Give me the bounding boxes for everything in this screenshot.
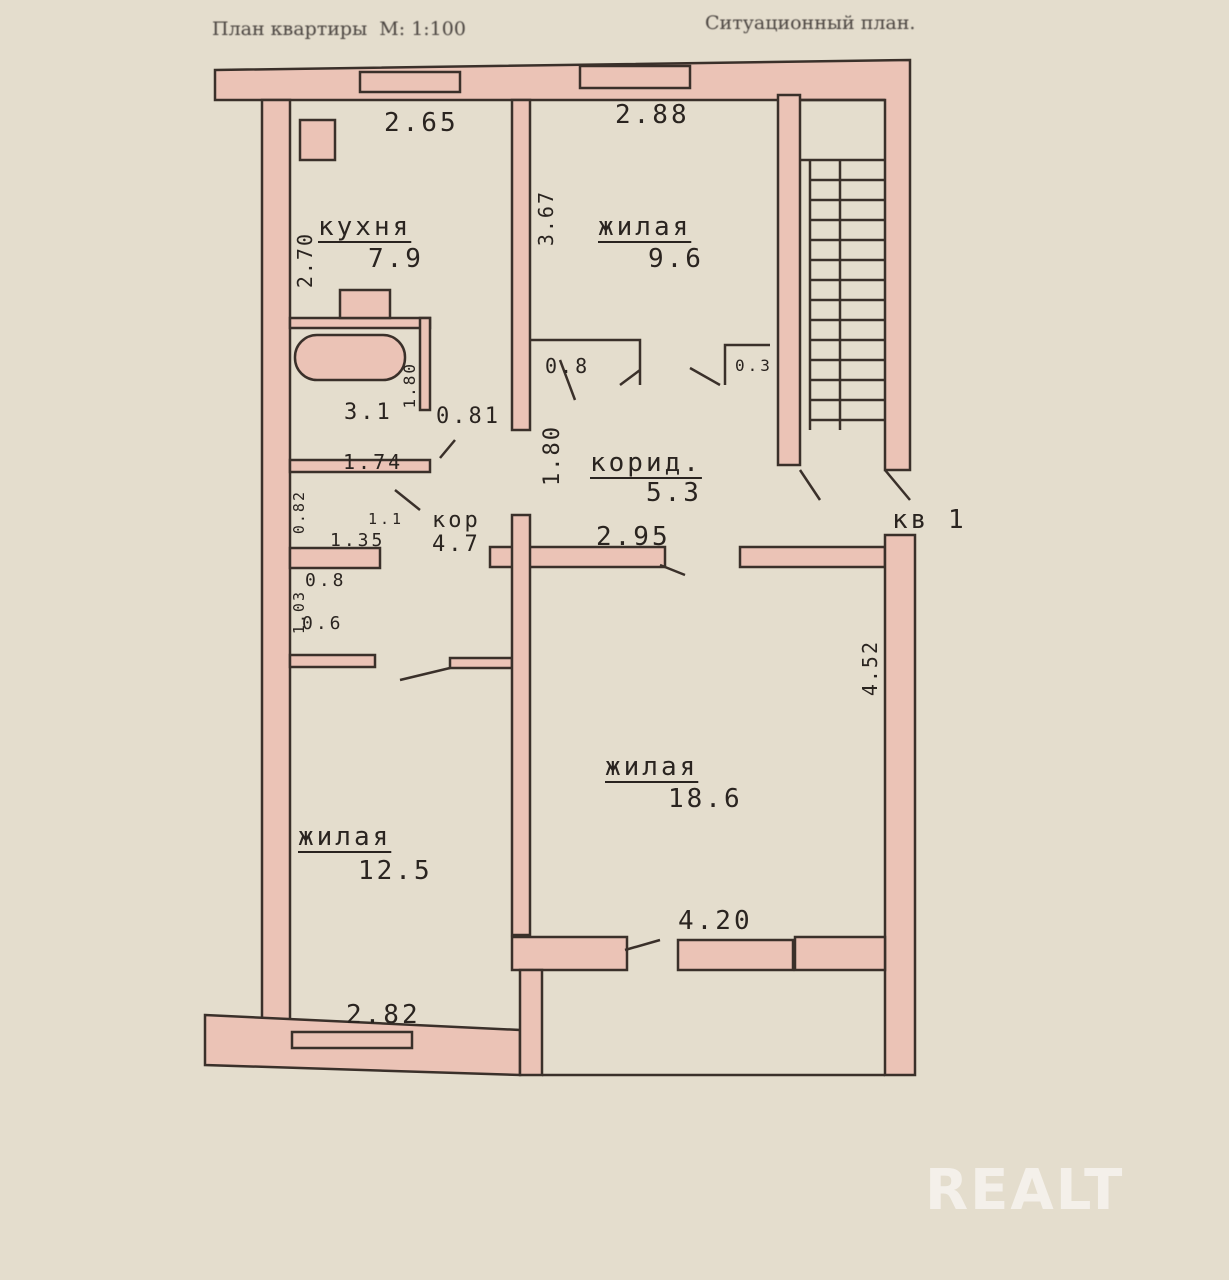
room-corridor-name: корид. xyxy=(590,448,702,478)
dim-4-20: 4.20 xyxy=(678,906,753,936)
plan-title: План квартиры М: 1:100 xyxy=(212,18,466,40)
realt-watermark: REALT xyxy=(925,1158,1125,1223)
dim-0-82: 0.82 xyxy=(290,490,308,535)
apartment-label: кв 1 xyxy=(892,505,967,535)
dim-1-80-a: 1.80 xyxy=(400,362,419,409)
dim-1-1: 1.1 xyxy=(368,510,405,528)
dim-2-65: 2.65 xyxy=(384,108,459,138)
room-kitchen-name: кухня xyxy=(318,212,412,242)
room-kitchen-area: 7.9 xyxy=(368,244,424,274)
room-living-1-area: 9.6 xyxy=(648,244,704,274)
scale-text: М: 1:100 xyxy=(379,18,466,40)
room-living-3-area: 12.5 xyxy=(358,856,433,886)
dim-3-1: 3.1 xyxy=(344,400,393,425)
dim-2-70: 2.70 xyxy=(293,232,317,289)
room-living-1-name: жилая xyxy=(598,212,692,242)
dim-2-88: 2.88 xyxy=(615,100,690,130)
room-hall-area: 4.7 xyxy=(432,532,481,557)
room-living-2-name: жилая xyxy=(605,752,699,782)
dim-2-82: 2.82 xyxy=(346,1000,421,1030)
dim-1-80-b: 1.80 xyxy=(540,425,565,486)
dim-0-6: 0.6 xyxy=(302,613,344,634)
dim-0-8-a: 0.8 xyxy=(545,354,591,378)
situation-plan-title: Ситуационный план. xyxy=(705,12,916,34)
dim-0-3: 0.3 xyxy=(735,356,773,375)
dim-0-81: 0.81 xyxy=(436,404,501,429)
dim-4-52: 4.52 xyxy=(858,640,882,697)
dim-2-95: 2.95 xyxy=(596,522,671,552)
stairs xyxy=(808,160,885,430)
dim-3-67: 3.67 xyxy=(534,190,558,247)
plan-title-text: План квартиры xyxy=(212,18,368,40)
room-living-2-area: 18.6 xyxy=(668,784,743,814)
room-hall-name: кор xyxy=(432,508,481,533)
dim-0-8-b: 0.8 xyxy=(305,570,347,591)
room-corridor-area: 5.3 xyxy=(646,478,702,508)
dim-1-74: 1.74 xyxy=(343,450,404,474)
room-living-3-name: жилая xyxy=(298,822,392,852)
dim-1-35: 1.35 xyxy=(330,530,386,551)
